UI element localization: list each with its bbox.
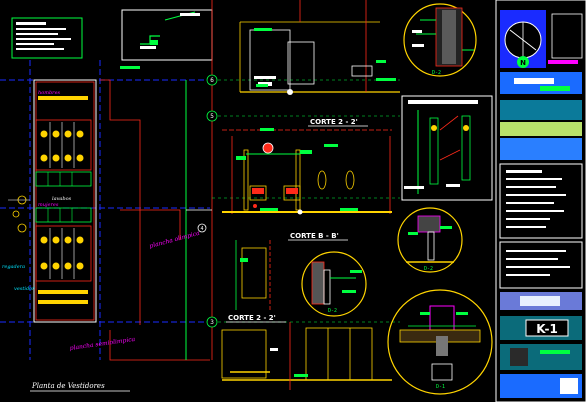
detail-label: D-1 [436, 384, 445, 390]
north-arrow-icon: N [500, 10, 546, 68]
elevation-mid [222, 128, 392, 215]
plan-title: Planta de Vestidores [31, 382, 105, 390]
entry-symbols [8, 195, 30, 233]
lockers-lower [35, 207, 92, 223]
sheet-id: K-1 [536, 322, 558, 336]
section-titles: CORTE 2 - 2' CORTE B - B' CORTE 2 - 2' [226, 118, 368, 323]
detail-circle-top: D-2 [403, 3, 477, 77]
room-label: regadera [2, 264, 25, 270]
axis-bubble: 3 [210, 319, 214, 326]
room-label: mujeres [38, 202, 59, 208]
detail-label: D-2 [424, 266, 433, 272]
room-label: vestidor [14, 286, 35, 292]
dimension-marks [120, 60, 386, 273]
detail-label: D-2 [328, 308, 337, 314]
elevation-top [239, 0, 400, 95]
annotation-lower: plancha semiolimpica [69, 336, 136, 352]
detail-circle-low: D-2 [301, 251, 367, 317]
room-label: lavabos [52, 196, 72, 202]
annotation-upper: plancha olimpica [149, 230, 201, 250]
detail-sketch-box [121, 9, 213, 61]
axis-bubble: 4 [200, 226, 203, 232]
wall-detail-panel [401, 95, 493, 201]
section-title: CORTE 2 - 2' [228, 314, 276, 322]
floor-plan: hombres mujeres regadera vestidor lavabo… [0, 0, 213, 392]
legend-box [11, 17, 83, 59]
lockers-upper [35, 171, 92, 187]
grid-axes: 6 5 4 3 [197, 74, 400, 328]
axis-bubble: 6 [210, 77, 214, 84]
benches [38, 96, 88, 304]
detail-label: D-2 [432, 70, 441, 76]
section-title: CORTE B - B' [290, 232, 339, 240]
toilet-stalls-upper [35, 119, 92, 171]
detail-circle-bottom: D-1 [387, 289, 493, 395]
elevation-low [221, 240, 392, 390]
detail-circle-mid: D-2 [397, 207, 463, 273]
title-block: N K-1 [495, 0, 586, 402]
north-label: N [520, 59, 526, 67]
section-title: CORTE 2 - 2' [310, 118, 358, 126]
axis-bubble: 5 [210, 113, 214, 120]
room-label: hombres [38, 90, 61, 96]
toilet-stalls-lower [35, 225, 92, 282]
